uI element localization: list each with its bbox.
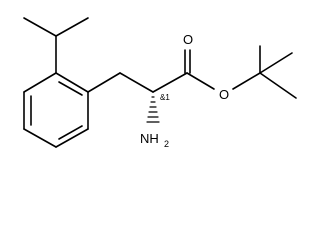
hashed-wedge-bond: [146, 96, 160, 123]
amine-subscript-label: 2: [164, 139, 169, 149]
ring-bond-3: [55, 128, 89, 148]
ring-bond-1: [55, 72, 89, 93]
isopropyl-group: [23, 17, 89, 74]
benzyl-bond: [87, 72, 121, 93]
ring-inner-double-bond-2: [58, 125, 83, 140]
benzene-ring: [23, 72, 89, 148]
alpha-carbonyl-bond: [152, 72, 188, 93]
ester-o-tbutyl-bond: [232, 72, 261, 90]
ester-oxygen-label: O: [219, 87, 229, 102]
tert-butyl-group: [259, 45, 297, 99]
carbonyl-oxygen-label: O: [183, 32, 193, 47]
tbutyl-methyl-bottom: [259, 72, 297, 99]
side-chain: [87, 72, 188, 123]
ester-group: [184, 49, 261, 90]
chemical-structure-diagram: O O NH 2 &1: [23, 17, 297, 149]
ch2-alpha-bond: [119, 72, 154, 93]
carbonyl-ester-o-bond: [186, 72, 215, 90]
ring-inner-double-bond-1: [58, 81, 83, 96]
ring-bond-6: [23, 72, 57, 93]
amine-label: NH: [140, 131, 159, 146]
isopropyl-methyl-bond-right: [55, 17, 89, 37]
ring-bond-4: [23, 128, 57, 148]
tbutyl-methyl-right: [259, 52, 293, 74]
isopropyl-methyl-bond-left: [23, 17, 57, 37]
stereo-descriptor-label: &1: [160, 93, 170, 102]
